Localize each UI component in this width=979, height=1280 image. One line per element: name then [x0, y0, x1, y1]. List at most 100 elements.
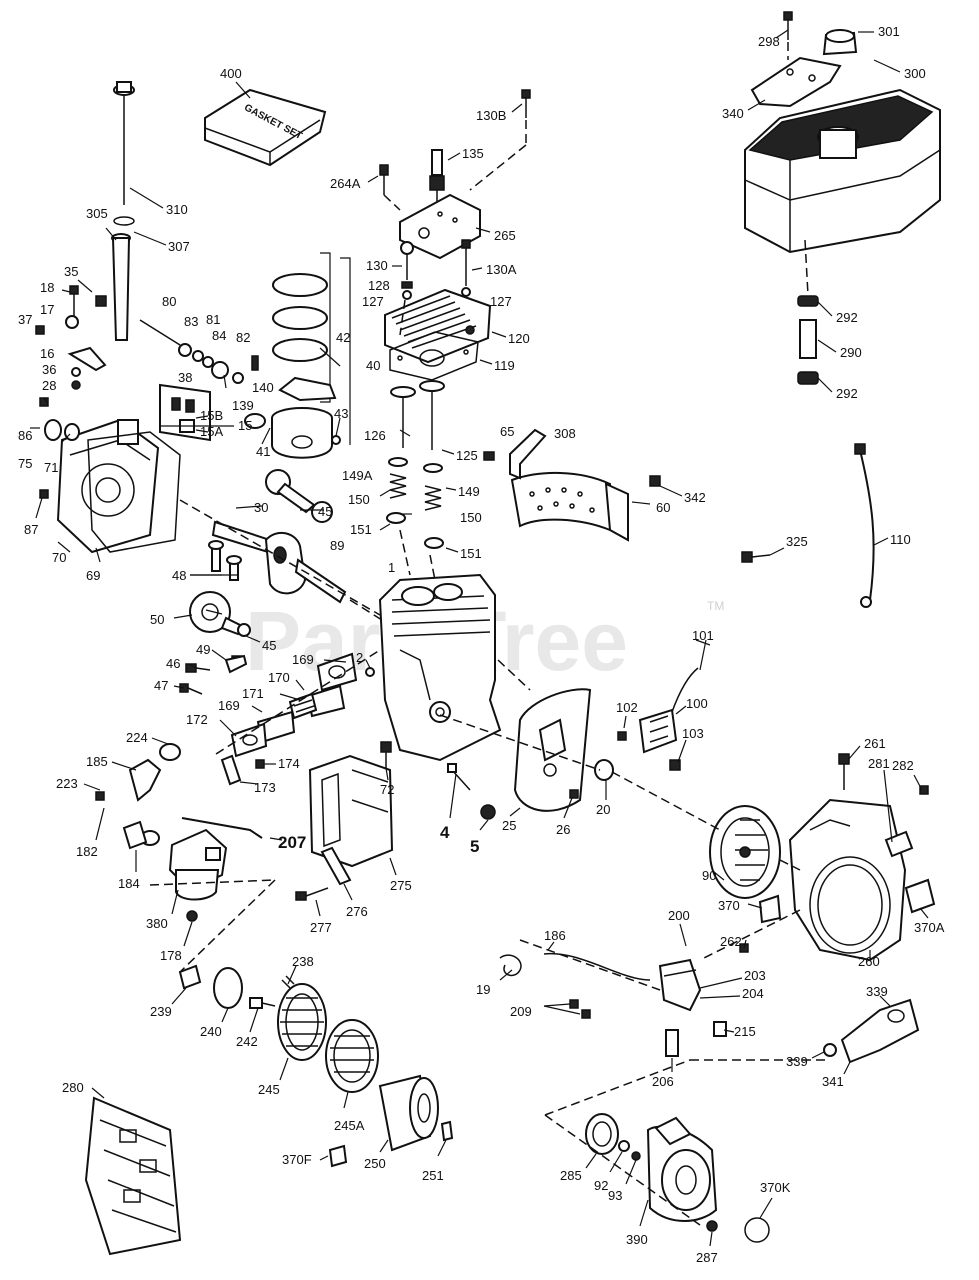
callout-292b[interactable]: 292	[836, 386, 858, 401]
back-plate-25-part[interactable]	[513, 688, 592, 812]
callout-307[interactable]: 307	[168, 239, 190, 254]
filter-245A-part[interactable]	[325, 1019, 379, 1093]
callout-128[interactable]: 128	[368, 278, 390, 293]
head-plate-part[interactable]	[399, 193, 481, 260]
callout-125[interactable]: 125	[456, 448, 478, 463]
callout-298[interactable]: 298	[758, 34, 780, 49]
callout-149A[interactable]: 149A	[342, 468, 373, 483]
carb-gasket-184-part[interactable]	[122, 820, 160, 850]
throttle-control-200-part[interactable]	[658, 958, 702, 1012]
callout-69[interactable]: 69	[86, 568, 100, 583]
valve-springs-parts[interactable]	[386, 457, 444, 549]
callout-238[interactable]: 238	[292, 954, 314, 969]
callout-325[interactable]: 325	[786, 534, 808, 549]
tank-screw-part[interactable]	[783, 11, 793, 40]
camshaft-gear-part[interactable]	[189, 591, 251, 637]
callout-264A[interactable]: 264A	[330, 176, 361, 191]
washer-92-part[interactable]	[618, 1140, 630, 1152]
fuel-cap-part[interactable]	[822, 29, 858, 56]
spark-plug-part[interactable]	[429, 149, 445, 202]
screw-26-part[interactable]	[569, 789, 579, 799]
callout-150b[interactable]: 150	[460, 510, 482, 525]
callout-19[interactable]: 19	[476, 982, 490, 997]
carburetor-part[interactable]	[168, 828, 228, 901]
callout-265[interactable]: 265	[494, 228, 516, 243]
valve-125-part[interactable]	[419, 380, 445, 450]
gasket-set-box[interactable]: GASKET SET	[204, 88, 327, 167]
callout-242[interactable]: 242	[236, 1034, 258, 1049]
callout-45b[interactable]: 45	[262, 638, 276, 653]
air-cleaner-cover-275-part[interactable]	[308, 754, 394, 868]
callout-277[interactable]: 277	[310, 920, 332, 935]
bracket-276-part[interactable]	[320, 846, 352, 886]
callout-245A[interactable]: 245A	[334, 1118, 365, 1133]
callout-370[interactable]: 370	[718, 898, 740, 913]
head-bolt-130B-part[interactable]	[521, 89, 531, 118]
decal-370F-part[interactable]	[328, 1144, 348, 1168]
nut-251-part[interactable]	[440, 1120, 454, 1142]
clip-325-part[interactable]	[741, 551, 771, 563]
bracket-341-part[interactable]	[823, 998, 920, 1064]
callout-215[interactable]: 215	[734, 1024, 756, 1039]
callout-130[interactable]: 130	[366, 258, 388, 273]
valve-lifters-part[interactable]	[208, 540, 242, 581]
throttle-lever-185-part[interactable]	[95, 758, 162, 802]
stud-242-part[interactable]	[249, 997, 276, 1009]
callout-207[interactable]: 207	[278, 833, 306, 852]
callout-2[interactable]: 2	[356, 650, 363, 665]
callout-204[interactable]: 204	[742, 986, 764, 1001]
ignition-coil-part[interactable]	[617, 667, 699, 771]
callout-15B[interactable]: 15B	[200, 408, 223, 423]
callout-341[interactable]: 341	[822, 1074, 844, 1089]
nut-178-part[interactable]	[186, 910, 198, 922]
callout-151b[interactable]: 151	[460, 546, 482, 561]
callout-281[interactable]: 281	[868, 756, 890, 771]
head-bolt-264A-part[interactable]	[379, 164, 389, 195]
starter-cup-285-part[interactable]	[585, 1113, 619, 1155]
callout-70[interactable]: 70	[52, 550, 66, 565]
callout-305[interactable]: 305	[86, 206, 108, 221]
oil-seal-parts[interactable]	[39, 397, 80, 499]
muffler-guard-part[interactable]	[510, 471, 629, 542]
base-plate-240-part[interactable]	[213, 967, 243, 1009]
callout-120[interactable]: 120	[508, 331, 530, 346]
callout-130B[interactable]: 130B	[476, 108, 506, 123]
callout-127a[interactable]: 127	[362, 294, 384, 309]
callout-185[interactable]: 185	[86, 754, 108, 769]
valve-126-part[interactable]	[390, 386, 416, 448]
callout-370A[interactable]: 370A	[914, 920, 945, 935]
callout-65[interactable]: 65	[500, 424, 514, 439]
callout-5[interactable]: 5	[470, 837, 479, 856]
callout-292a[interactable]: 292	[836, 310, 858, 325]
callout-239[interactable]: 239	[150, 1004, 172, 1019]
callout-370F[interactable]: 370F	[282, 1152, 312, 1167]
governor-shaft-part[interactable]	[139, 319, 259, 384]
callout-130A[interactable]: 130A	[486, 262, 517, 277]
callout-80[interactable]: 80	[162, 294, 176, 309]
callout-140[interactable]: 140	[252, 380, 274, 395]
callout-41[interactable]: 41	[256, 444, 270, 459]
crankcase-cover-part[interactable]	[56, 418, 160, 554]
callout-171[interactable]: 171	[242, 686, 264, 701]
piston-rings-part[interactable]	[272, 273, 328, 362]
connecting-rod-part[interactable]	[265, 469, 333, 523]
callout-276[interactable]: 276	[346, 904, 368, 919]
callout-400[interactable]: 400	[220, 66, 242, 81]
callout-200[interactable]: 200	[668, 908, 690, 923]
piston-part[interactable]	[271, 376, 337, 459]
callout-240[interactable]: 240	[200, 1024, 222, 1039]
intake-gaskets-parts[interactable]	[230, 652, 358, 758]
dipstick-part[interactable]	[113, 81, 135, 205]
wrist-pin-clip-parts[interactable]	[244, 413, 341, 445]
choke-rod-110-part[interactable]	[859, 449, 875, 601]
callout-339a[interactable]: 339	[866, 984, 888, 999]
callout-43[interactable]: 43	[334, 406, 348, 421]
callout-262[interactable]: 262	[720, 934, 742, 949]
bolt-46-47-parts[interactable]	[179, 663, 211, 695]
callout-72[interactable]: 72	[380, 782, 394, 797]
callout-139[interactable]: 139	[232, 398, 254, 413]
callout-82[interactable]: 82	[236, 330, 250, 345]
callout-17[interactable]: 17	[40, 302, 54, 317]
nut-93-part[interactable]	[631, 1151, 641, 1161]
callout-186[interactable]: 186	[544, 928, 566, 943]
